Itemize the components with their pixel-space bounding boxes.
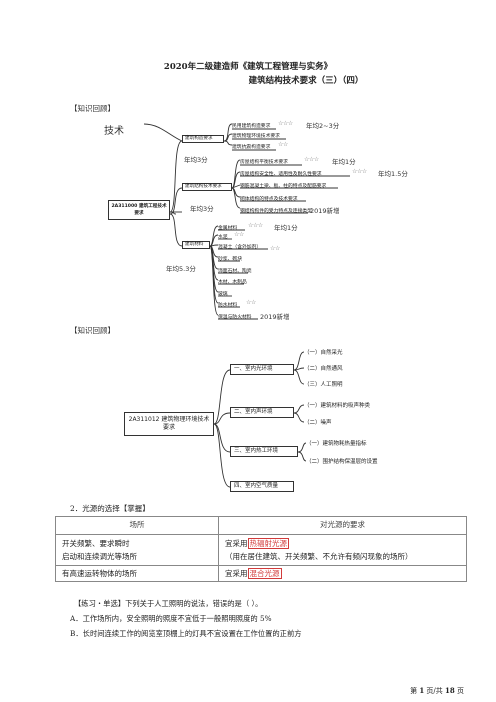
n2-leaf-3: 砌体结构的特点及技术要求 [240, 197, 298, 202]
option-b: B．长时间连续工作的阅览室顶棚上的灯具不宜设置在工作位置的正前方 [70, 629, 302, 638]
n3-leaf7-stars: ☆☆ [246, 299, 256, 306]
n2-leaf0-note: 年均1分 [332, 158, 356, 166]
light-source-table: 场所 对光源的要求 开关频繁、要求瞬时 启动和连续调光等场所 宜采用热辐射光源 … [55, 516, 467, 582]
footer-page: 1 [419, 686, 425, 695]
row2-req-highlight: 混合光源 [247, 568, 282, 579]
footer-p2: 页/共 [426, 687, 443, 695]
row2-requirement: 宜采用混合光源 [218, 565, 467, 582]
n2-leaf0-stars: ☆☆☆ [304, 156, 319, 163]
n3-leaf0-stars: ☆☆☆ [248, 222, 263, 229]
row1-requirement: 宜采用热辐射光源 （用在居住建筑、开关频繁、不允许有频闪现象的场所） [218, 534, 467, 566]
row1-req-highlight: 热辐射光源 [247, 538, 289, 549]
n3-leaf1-stars: ☆☆ [234, 231, 244, 238]
table-header-requirement: 对光源的要求 [218, 516, 467, 535]
table-header-place: 场所 [55, 516, 219, 535]
branch-light: 一、室内光环境 [230, 364, 294, 375]
mindmap2-root: 2A311012 建筑物理环境技术要求 [124, 412, 214, 436]
n1-leaf0-note: 年均2~3分 [306, 122, 340, 130]
section1-label: 【知识回顾】 [70, 104, 115, 113]
n2-leaf-4: 钢结构构件的受力特点及连接类型 [240, 209, 312, 214]
n3-leaf0-note: 年均1分 [274, 224, 298, 232]
n3-leaf-3: 砂浆、砌块 [218, 257, 242, 262]
n3-leaf-4: 饰面石材、陶瓷 [218, 269, 252, 274]
n3-leaf-7: 防水材料 [218, 303, 238, 308]
table-row: 开关频繁、要求瞬时 启动和连续调光等场所 宜采用热辐射光源 （用在居住建筑、开关… [55, 534, 467, 566]
n3-leaf-1: 水泥 [218, 235, 228, 240]
n2-leaf4-note: 2019新增 [310, 207, 340, 215]
row2-req-prefix: 宜采用 [225, 569, 248, 578]
node-building-structure: 建筑构造要求 [182, 135, 224, 143]
row1-place-b: 启动和连续调光等场所 [62, 552, 137, 561]
option-a: A．工作场所内，安全照明的照度不宜低于一般照明照度的 5% [70, 614, 272, 623]
section2-label: 【知识回顾】 [70, 326, 115, 335]
n1-leaf-2: 建筑抗震构造要求 [232, 145, 271, 150]
doc-title: 2020年二级建造师《建筑工程管理与实务》 [163, 62, 333, 72]
n3-leaf-0: 金属材料 [218, 226, 238, 231]
mindmap1-root: 2A311000 建筑工程技术要求 [108, 200, 170, 220]
row1-req-note: （用在居住建筑、开关频繁、不允许有频闪现象的场所） [225, 552, 413, 561]
n1-leaf-1: 建筑物理环境技术要求 [232, 134, 280, 139]
light-item-0: （一）自然采光 [304, 350, 343, 356]
n3-leaf-2: 混凝土（含外加剂） [218, 245, 262, 250]
n3-leaf-5: 木材、木制品 [218, 280, 247, 285]
footer-total: 18 [445, 686, 455, 695]
doc-subtitle: 建筑结构技术要求（三）（四） [248, 76, 364, 86]
n1-leaf0-stars: ☆☆☆ [278, 120, 293, 127]
page-footer: 第 1 页/共 18 页 [410, 686, 464, 696]
n3-leaf-6: 玻璃 [218, 292, 228, 297]
thermal-item-0: （一）建筑物耗热量指标 [306, 441, 367, 447]
n1-note: 年均3分 [184, 156, 208, 164]
branch-thermal: 三、室内热工环境 [230, 446, 298, 457]
footer-p3: 页 [457, 687, 464, 695]
thermal-item-1: （二）围护结构保温层的设置 [306, 459, 378, 465]
n2-leaf1-note: 年均1.5分 [378, 170, 408, 178]
n2-leaf1-stars: ☆☆☆ [352, 168, 367, 175]
n3-leaf-8: 保温与防火材料 [218, 315, 252, 320]
section3-heading: 2．光源的选择【掌握】 [70, 504, 150, 513]
sound-item-1: （二）噪声 [304, 420, 332, 426]
row1-place: 开关频繁、要求瞬时 启动和连续调光等场所 [55, 534, 219, 566]
sound-item-0: （一）建筑材料的吸声种类 [304, 403, 371, 409]
n1-leaf2-stars: ☆☆ [278, 141, 288, 148]
light-item-2: （三）人工照明 [304, 382, 343, 388]
branch-air: 四、室内空气质量 [230, 481, 294, 492]
light-item-1: （二）自然通风 [304, 366, 343, 372]
row1-place-a: 开关频繁、要求瞬时 [62, 539, 130, 548]
tech-label: 技术 [104, 126, 124, 137]
n3-note: 年均5.3分 [166, 265, 196, 273]
node-materials: 建筑材料 [182, 241, 210, 249]
n3-leaf8-note: 2019新增 [260, 313, 290, 321]
n2-note: 年均3分 [190, 205, 214, 213]
node-structure-tech: 建筑结构技术要求 [182, 183, 232, 191]
n2-leaf-1: 房屋结构安全性、适用性及耐久性要求 [240, 172, 322, 177]
row1-req-prefix: 宜采用 [225, 539, 248, 548]
table-row: 有高速运转物体的场所 宜采用混合光源 [55, 565, 467, 582]
n3-leaf2-stars: ☆☆ [270, 245, 280, 252]
n2-leaf-0: 房屋结构平衡技术要求 [240, 160, 288, 165]
branch-sound: 二、室内声环境 [230, 407, 294, 418]
row2-place: 有高速运转物体的场所 [55, 565, 219, 582]
n1-leaf-0: 民用建筑构造要求 [232, 124, 271, 129]
n2-leaf-2: 钢筋混凝土梁、板、柱的特点及配筋要求 [240, 184, 327, 189]
question-stem: 【练习・单选】下列关于人工照明的说法，错误的是（ ）。 [74, 599, 263, 608]
footer-p1: 第 [410, 687, 418, 695]
